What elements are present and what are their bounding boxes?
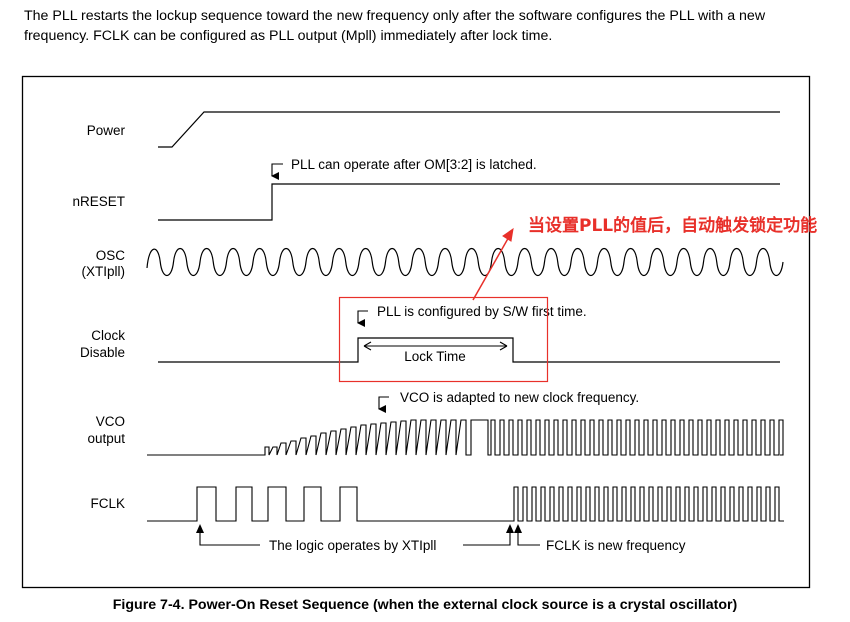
note-pll-operate: PLL can operate after OM[3:2] is latched…	[291, 157, 537, 172]
fclk-right-arrowhead	[514, 524, 522, 533]
lock-time-arrow	[363, 341, 508, 351]
fclk-left-arrowhead	[506, 524, 514, 533]
power-waveform	[158, 111, 780, 148]
intro-paragraph: The PLL restarts the lockup sequence tow…	[24, 8, 766, 44]
config-marker	[357, 310, 368, 327]
note-fclk-new: FCLK is new frequency	[546, 538, 686, 553]
label-fclk: FCLK	[90, 496, 125, 511]
highlight-box	[338, 296, 549, 383]
label-nreset: nRESET	[72, 194, 125, 209]
annotation-text: 当设置PLL的值后，自动触发锁定功能	[528, 216, 818, 236]
nreset-marker	[271, 163, 283, 180]
fclk-right-arrow	[517, 532, 540, 546]
osc-waveform	[146, 247, 784, 277]
diagram-frame	[21, 75, 811, 589]
label-power: Power	[87, 123, 126, 138]
label-clock: Clock	[91, 328, 125, 343]
label-output: output	[87, 431, 125, 446]
vco-waveform	[147, 419, 784, 456]
fclk-left-arrow	[463, 532, 511, 546]
note-vco-adapted: VCO is adapted to new clock frequency.	[400, 390, 639, 405]
label-xtipll: (XTIpll)	[82, 264, 126, 279]
clock-disable-waveform	[158, 337, 780, 363]
label-osc: OSC	[96, 248, 126, 263]
logic-arrowhead	[196, 524, 204, 533]
label-lock-time: Lock Time	[404, 349, 466, 364]
annotation-arrowhead	[502, 227, 514, 242]
nreset-waveform	[158, 183, 780, 221]
note-pll-configured: PLL is configured by S/W first time.	[377, 304, 587, 319]
figure-caption: Figure 7-4. Power-On Reset Sequence (whe…	[112, 597, 738, 613]
label-disable: Disable	[80, 345, 125, 360]
note-logic-operates: The logic operates by XTIpll	[269, 538, 436, 553]
logic-arrow	[199, 532, 260, 546]
fclk-waveform	[147, 486, 784, 522]
vco-marker	[378, 396, 389, 413]
label-vco: VCO	[96, 414, 125, 429]
annotation-arrow	[472, 234, 511, 301]
